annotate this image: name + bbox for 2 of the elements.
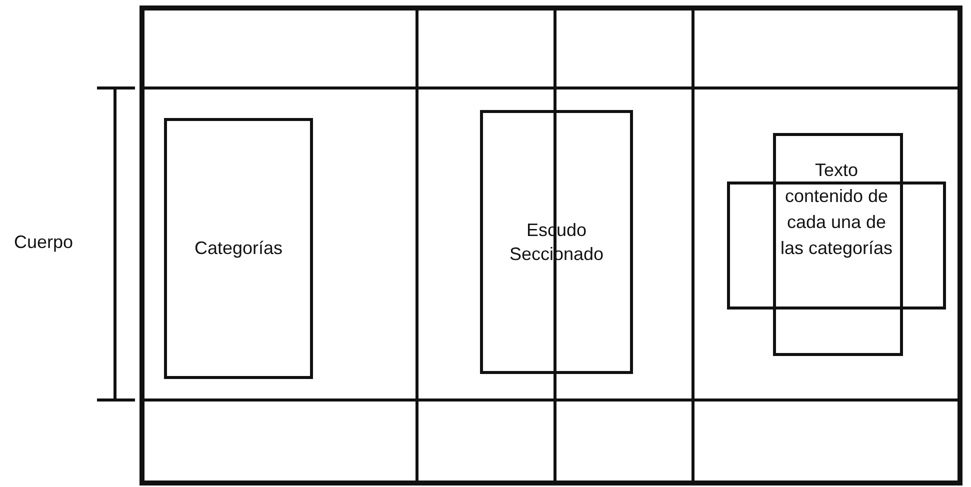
dimension-label: Cuerpo — [14, 232, 74, 253]
category-box: Categorías — [164, 118, 313, 379]
